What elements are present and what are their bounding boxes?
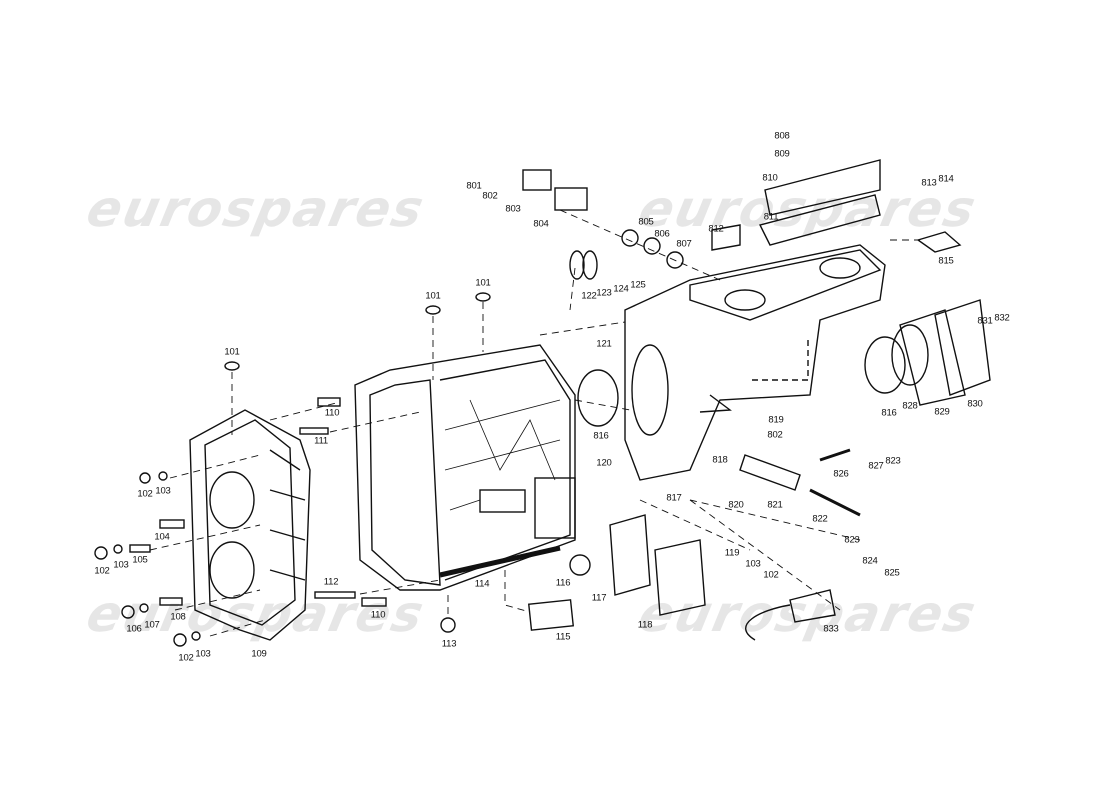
part-label: 114	[474, 578, 490, 590]
part-label: 102	[763, 569, 779, 581]
rear-housing	[624, 244, 886, 481]
part-label: 833	[823, 623, 839, 635]
part-label: 117	[591, 592, 607, 604]
part-label: 813	[921, 177, 937, 189]
part-label: 121	[596, 338, 612, 350]
part-label: 829	[934, 406, 950, 418]
part-label: 125	[630, 279, 646, 291]
part-label: 826	[833, 468, 849, 480]
part-label: 821	[767, 499, 783, 511]
part-label: 820	[728, 499, 744, 511]
part-label: 824	[862, 555, 878, 567]
part-label: 101	[224, 346, 240, 358]
part-label: 830	[967, 398, 983, 410]
part-label: 101	[425, 290, 441, 302]
part-label: 822	[812, 513, 828, 525]
part-label: 802	[482, 190, 498, 202]
part-label: 806	[654, 228, 670, 240]
part-label: 106	[126, 623, 142, 635]
part-label: 107	[144, 619, 160, 631]
part-label: 102	[178, 652, 194, 664]
part-label: 123	[596, 287, 612, 299]
part-label: 814	[938, 173, 954, 185]
part-label: 102	[137, 488, 153, 500]
part-label: 118	[637, 619, 653, 631]
small-parts	[94, 159, 991, 647]
part-label: 815	[938, 255, 954, 267]
part-label: 104	[154, 531, 170, 543]
part-label: 804	[533, 218, 549, 230]
part-label: 105	[132, 554, 148, 566]
part-label: 122	[581, 290, 597, 302]
part-label: 828	[902, 400, 918, 412]
part-label: 108	[170, 611, 186, 623]
part-label: 110	[324, 407, 340, 419]
part-label: 816	[593, 430, 609, 442]
part-label: 115	[555, 631, 571, 643]
part-label: 112	[323, 576, 339, 588]
front-cover-109	[189, 409, 311, 641]
part-label: 801	[466, 180, 482, 192]
part-label: 113	[441, 638, 457, 650]
part-label: 808	[774, 130, 790, 142]
part-label: 803	[505, 203, 521, 215]
part-label: 103	[155, 485, 171, 497]
part-label: 111	[314, 435, 328, 447]
part-label: 809	[774, 148, 790, 160]
part-label: 818	[712, 454, 728, 466]
part-label: 109	[251, 648, 267, 660]
part-label: 832	[994, 312, 1010, 324]
part-label: 831	[977, 315, 993, 327]
part-label: 827	[868, 460, 884, 472]
intermediate-housing-114	[354, 344, 576, 591]
part-label: 116	[555, 577, 571, 589]
part-label: 823	[885, 455, 901, 467]
part-label: 805	[638, 216, 654, 228]
assembly-dashed-lines	[149, 209, 920, 637]
part-label: 810	[762, 172, 778, 184]
part-label: 124	[613, 283, 629, 295]
part-label: 812	[708, 223, 724, 235]
part-label: 102	[94, 565, 110, 577]
part-label: 120	[596, 457, 612, 469]
part-label: 103	[195, 648, 211, 660]
part-label: 110	[370, 609, 386, 621]
part-label: 817	[666, 492, 682, 504]
part-label: 823	[844, 534, 860, 546]
part-label: 103	[745, 558, 761, 570]
part-label: 816	[881, 407, 897, 419]
part-label: 119	[724, 547, 740, 559]
part-label: 825	[884, 567, 900, 579]
part-label: 807	[676, 238, 692, 250]
part-label: 802	[767, 429, 783, 441]
part-label: 819	[768, 414, 784, 426]
part-label: 103	[113, 559, 129, 571]
part-label: 101	[475, 277, 491, 289]
part-label: 811	[763, 211, 779, 223]
